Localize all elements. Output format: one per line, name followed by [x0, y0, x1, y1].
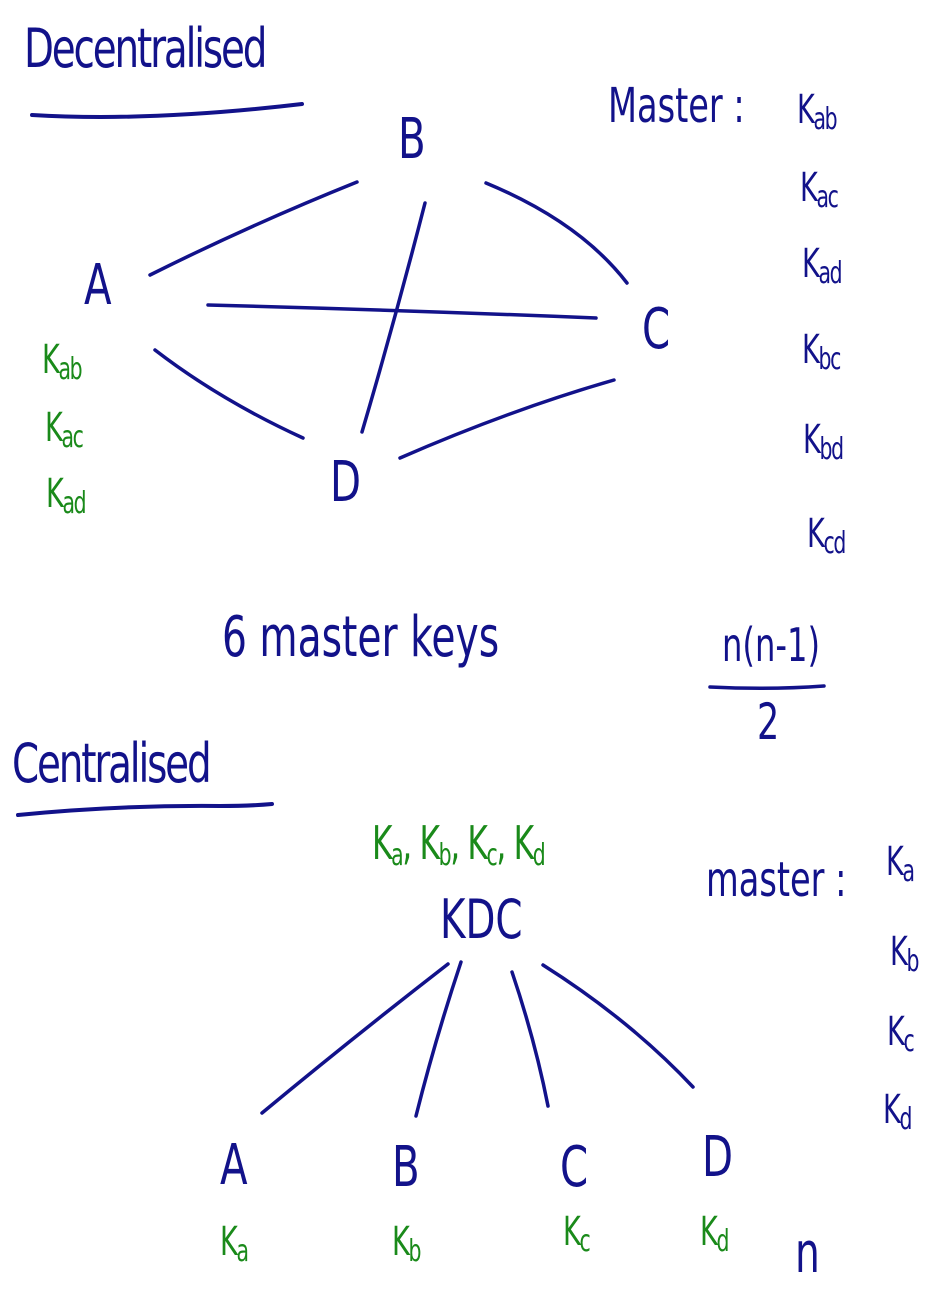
centralised-summary-n: n [795, 1221, 820, 1286]
edge-a-c [206, 303, 598, 320]
master-key-ac: Kac [800, 165, 839, 215]
central-node-b: B [392, 1135, 420, 1200]
centralised-master-label: master : [706, 852, 847, 908]
edge-c-d [398, 378, 616, 460]
decentralised-summary: 6 master keys [222, 605, 500, 670]
master-key-bc: Kbc [802, 327, 841, 377]
edge-kdc-c [510, 970, 550, 1108]
node-c: C [642, 297, 671, 362]
decentralised-underline [30, 102, 304, 119]
node-a-key-ab: Kab [42, 337, 83, 387]
master-key-ad: Kad [802, 241, 843, 291]
master-key-cd: Kcd [807, 511, 846, 561]
kdc-hub: KDC [440, 888, 523, 951]
master-key-bd: Kbd [803, 417, 844, 467]
edge-b-c [484, 181, 629, 285]
central-node-a-key: Ka [220, 1219, 249, 1269]
central-node-d-key: Kd [700, 1209, 729, 1259]
central-master-key-d: Kd [883, 1087, 912, 1137]
centralised-underline [16, 802, 274, 817]
edge-kdc-d [541, 963, 695, 1089]
central-master-key-b: Kb [890, 929, 919, 979]
edge-a-b [148, 180, 359, 277]
node-a: A [84, 253, 112, 318]
central-master-key-a: Ka [886, 839, 915, 889]
node-b: B [398, 107, 426, 172]
central-node-c-key: Kc [563, 1209, 591, 1259]
formula-fraction-bar [708, 684, 826, 691]
central-master-key-c: Kc [887, 1009, 915, 1059]
node-d: D [330, 450, 362, 515]
edge-a-d [153, 348, 305, 440]
formula-denominator: 2 [757, 693, 780, 751]
node-a-key-ad: Kad [46, 471, 87, 521]
edge-b-d [360, 201, 427, 434]
master-key-ab: Kab [797, 87, 838, 137]
central-node-c: C [560, 1135, 589, 1200]
edge-kdc-b [414, 960, 463, 1118]
decentralised-title: Decentralised [24, 17, 267, 80]
node-a-key-ac: Kac [45, 405, 84, 455]
kdc-keys: Ka, Kb, Kc, Kd [372, 816, 546, 873]
decentralised-master-label: Master : [608, 78, 745, 134]
central-node-d: D [702, 1125, 734, 1190]
formula-numerator: n(n-1) [722, 618, 821, 672]
edge-kdc-a [260, 962, 450, 1115]
central-node-b-key: Kb [392, 1219, 421, 1269]
centralised-title: Centralised [12, 732, 212, 795]
central-node-a: A [220, 1133, 248, 1198]
